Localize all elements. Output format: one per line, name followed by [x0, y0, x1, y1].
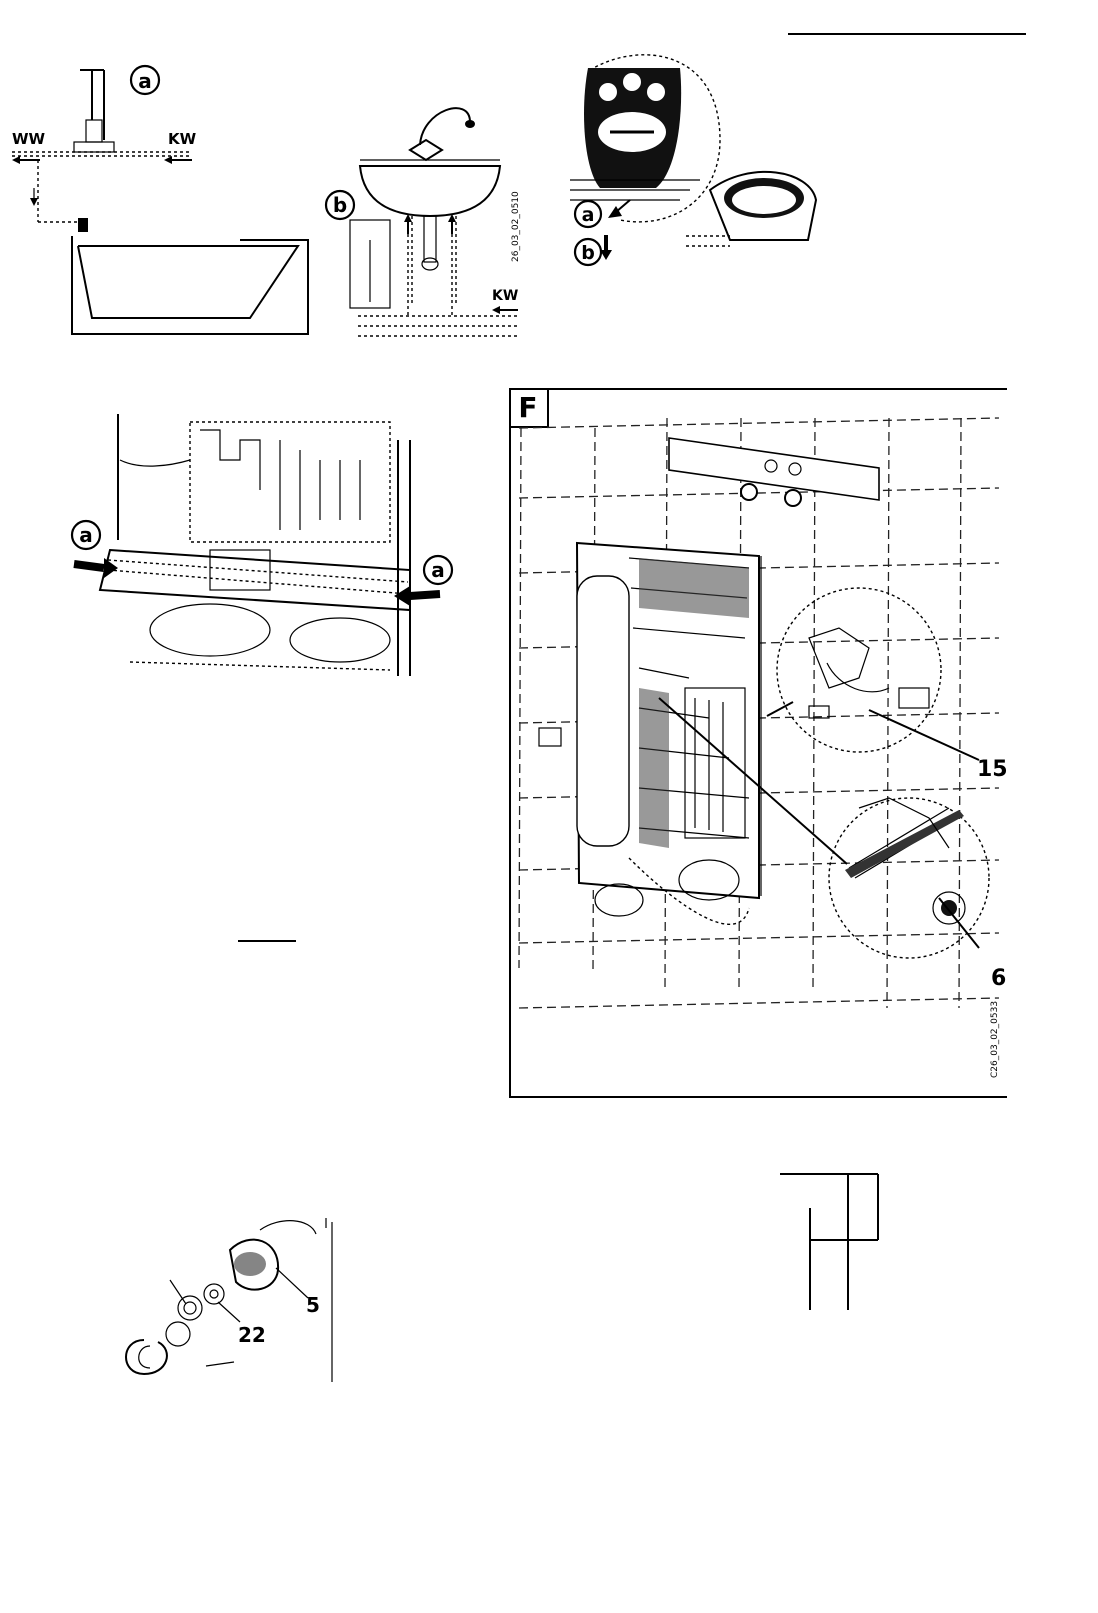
badge-a-right	[422, 554, 454, 586]
part-22-ring	[203, 1283, 225, 1305]
section-rule	[238, 940, 296, 942]
cover-piece	[708, 170, 818, 241]
faucet-spout	[419, 107, 471, 146]
callout-22: 22	[238, 1323, 266, 1347]
kw-label: KW	[168, 130, 197, 148]
badge-a	[129, 64, 161, 96]
svg-text:a: a	[138, 69, 152, 93]
zoom-detail-15	[776, 587, 942, 753]
figure-code: 26_03_02_0510	[511, 191, 521, 262]
mounting-rail	[668, 437, 880, 501]
top-rule	[788, 33, 1026, 35]
mixer-valve	[85, 119, 103, 143]
figure-f-label: F	[518, 390, 538, 424]
leader-6	[938, 897, 980, 949]
cover-figure: a b	[570, 54, 818, 267]
sink-basin	[358, 165, 502, 218]
callout-5: 5	[306, 1293, 320, 1317]
callout-6: 6	[991, 966, 1006, 991]
badge-a	[573, 199, 603, 229]
electronics-block	[189, 421, 391, 543]
bathtub	[71, 236, 309, 335]
callout-15: 15	[977, 757, 1008, 782]
zoom-detail-6	[828, 797, 990, 959]
svg-text:a: a	[431, 558, 445, 582]
bath-figure: a WW KW	[12, 64, 309, 335]
ww-label: WW	[12, 130, 46, 148]
badge-a-left	[70, 519, 102, 551]
svg-text:b: b	[333, 193, 347, 217]
badge-b	[573, 237, 603, 267]
badge-b	[324, 189, 356, 221]
svg-text:a: a	[582, 204, 595, 226]
figure-f-frame	[509, 388, 1007, 1098]
bracket-bar	[98, 548, 411, 612]
heater-tank	[576, 575, 630, 847]
figure-f-label-box: F	[509, 388, 549, 428]
sink-figure: b KW 26_03_02_0510	[324, 107, 521, 337]
small-water-heater	[349, 219, 391, 309]
leader-15	[868, 709, 980, 761]
figure-f-illustration: 15 6 C26_03_02_0533	[518, 417, 1008, 1078]
parts-figure: 5 22	[125, 1218, 333, 1382]
part-hose-ring	[125, 1339, 168, 1376]
sink-siphon	[423, 215, 437, 263]
svg-text:b: b	[581, 242, 595, 264]
figure-code: C26_03_02_0533	[990, 1001, 1000, 1078]
table-fragment	[780, 1173, 879, 1310]
svg-text:a: a	[79, 523, 93, 547]
kw-label: KW	[492, 288, 518, 304]
bracket-figure: a a	[70, 414, 454, 676]
